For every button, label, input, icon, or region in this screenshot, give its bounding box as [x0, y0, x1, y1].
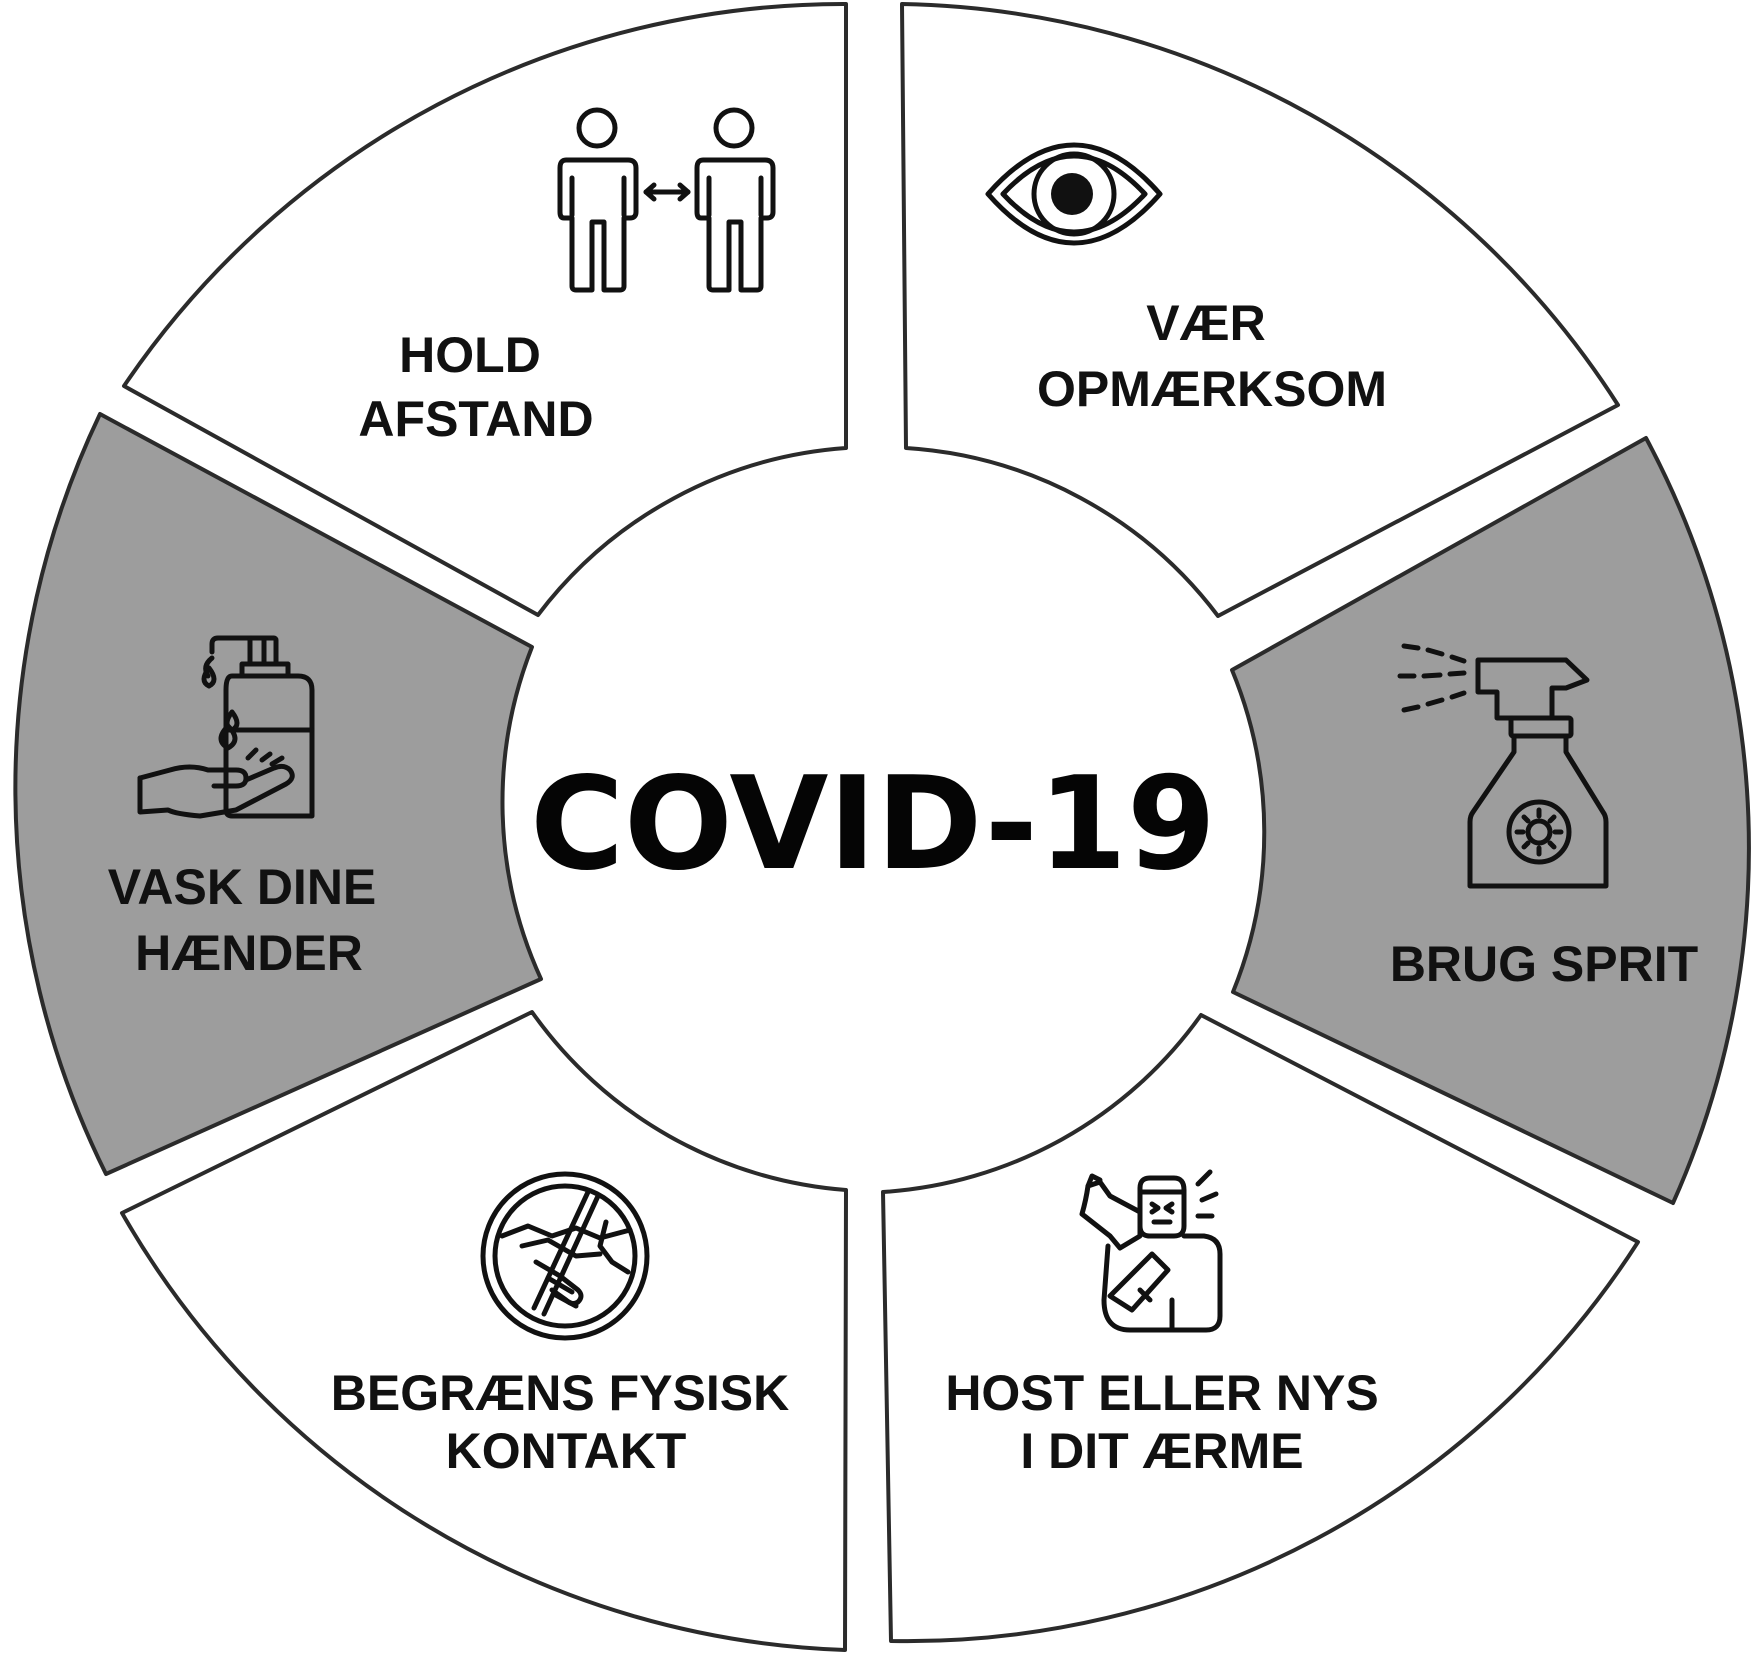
label-begraens-line-2: KONTAKT [446, 1423, 687, 1479]
label-vask-line-2: HÆNDER [135, 925, 363, 981]
label-vaer-opmaerksom: VÆR OPMÆRKSOM [1037, 295, 1387, 417]
label-vaer-opmaerksom-line-1: VÆR [1146, 295, 1265, 351]
spray-bottle-icon [1397, 643, 1609, 889]
label-vask-line-1: VASK DINE [108, 859, 377, 915]
segment-hold-afstand [122, 1, 848, 617]
center-title: COVID-19 [530, 750, 1216, 899]
segment-vask-dine-haender[interactable] [13, 412, 543, 1176]
social-distance-icon [557, 107, 776, 293]
label-host-eller-nys: HOST ELLER NYS I DIT ÆRME [945, 1365, 1378, 1479]
label-hold-afstand: HOLD AFSTAND [358, 327, 593, 447]
label-vask-dine-haender: VASK DINE HÆNDER [108, 859, 377, 981]
segment-brug-sprit[interactable] [1230, 436, 1751, 1205]
label-host-eller-nys-line-1: HOST ELLER NYS [945, 1365, 1378, 1421]
segment-host-eller-nys [881, 1013, 1640, 1644]
label-hold-afstand-line-2: AFSTAND [358, 391, 593, 447]
sneeze-into-elbow-icon [1079, 1169, 1223, 1333]
label-brug-sprit-line-1: BRUG SPRIT [1390, 936, 1698, 992]
label-begraens-fysisk-kontakt: BEGRÆNS FYSISK KONTAKT [331, 1365, 789, 1479]
segment-begraens-fysisk-kontakt [120, 1010, 848, 1652]
label-begraens-line-1: BEGRÆNS FYSISK [331, 1365, 789, 1421]
hand-wash-icon [137, 635, 315, 819]
no-handshake-icon [480, 1171, 650, 1341]
label-vaer-opmaerksom-line-2: OPMÆRKSOM [1037, 361, 1387, 417]
label-host-eller-nys-line-2: I DIT ÆRME [1020, 1423, 1303, 1479]
label-hold-afstand-line-1: HOLD [399, 327, 541, 383]
label-brug-sprit: BRUG SPRIT [1390, 936, 1698, 992]
eye-icon [985, 142, 1163, 246]
